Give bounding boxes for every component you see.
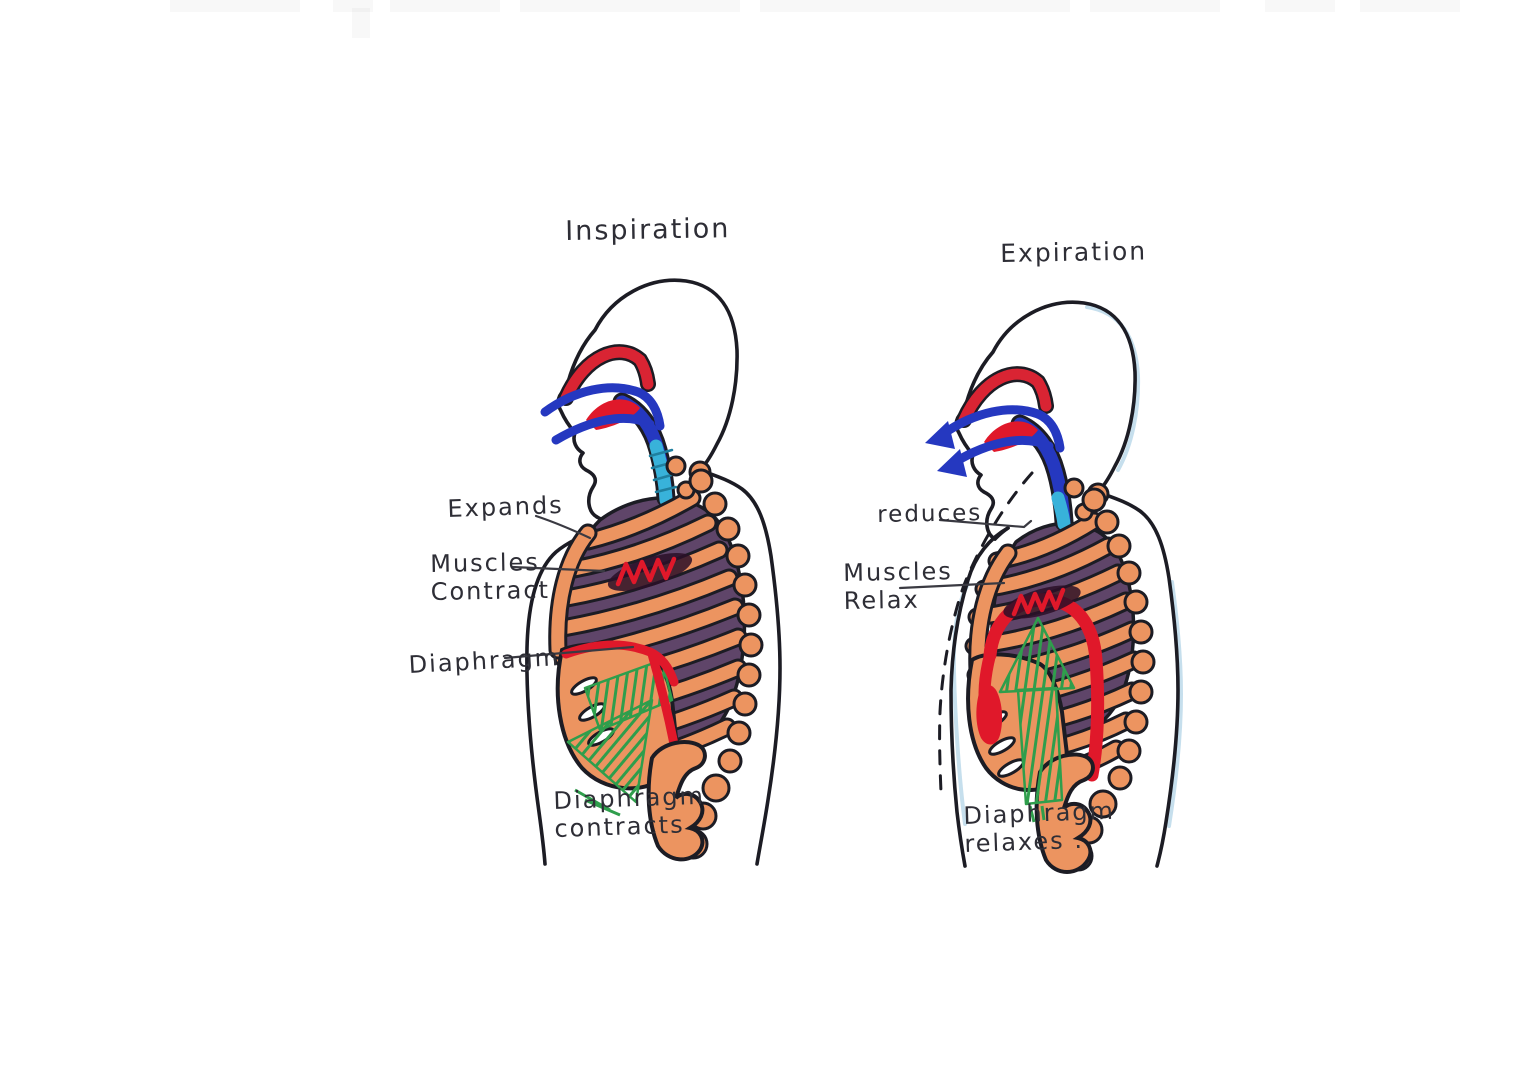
airflow-out-arrowhead bbox=[925, 421, 955, 449]
expiration-dashed-chest-outline bbox=[938, 471, 1034, 794]
diaphragm-up-arrow-icon bbox=[998, 616, 1076, 823]
airflow-out-arrowhead bbox=[937, 449, 967, 477]
expiration-airflow-lines bbox=[925, 405, 1065, 477]
diaphragm-relaxes-label: Diaphragm relaxes . bbox=[962, 796, 1116, 858]
inspiration-title: Inspiration bbox=[565, 213, 731, 247]
muscles-relax-line2: Relax bbox=[843, 585, 920, 615]
inspiration-pelvis bbox=[646, 740, 707, 862]
muscles-relax-line1: Muscles bbox=[842, 557, 954, 587]
diaphragm-relaxes-line2: relaxes . bbox=[963, 825, 1085, 858]
muscles-contract-line2: Contract bbox=[430, 575, 551, 606]
inspiration-leader-lines bbox=[503, 514, 635, 660]
inspiration-airflow-lines bbox=[540, 383, 665, 445]
diaphragm-contracts-line2: contracts bbox=[553, 810, 686, 843]
expiration-leader-lines bbox=[898, 518, 1033, 590]
inspiration-figure bbox=[503, 278, 782, 866]
muscles-contract-line1: Muscles bbox=[429, 548, 541, 578]
diaphragm-relaxes-line1: Diaphragm bbox=[962, 796, 1116, 830]
expands-label: Expands bbox=[446, 490, 565, 523]
expiration-intercostal-marks bbox=[1003, 585, 1081, 619]
muscles-relax-label: Muscles Relax bbox=[842, 557, 954, 615]
inspiration-intercostal-marks bbox=[607, 552, 693, 592]
expiration-figure bbox=[898, 300, 1184, 874]
muscles-contract-label: Muscles Contract bbox=[429, 548, 551, 606]
expiration-title: Expiration bbox=[999, 236, 1148, 268]
inspiration-diaphragm-hatch bbox=[583, 658, 674, 732]
diaphragm-contracts-label: Diaphragm contracts bbox=[553, 782, 706, 843]
diaphragm-down-arrow-icon bbox=[566, 698, 654, 817]
reduces-label: reduces bbox=[877, 500, 983, 528]
